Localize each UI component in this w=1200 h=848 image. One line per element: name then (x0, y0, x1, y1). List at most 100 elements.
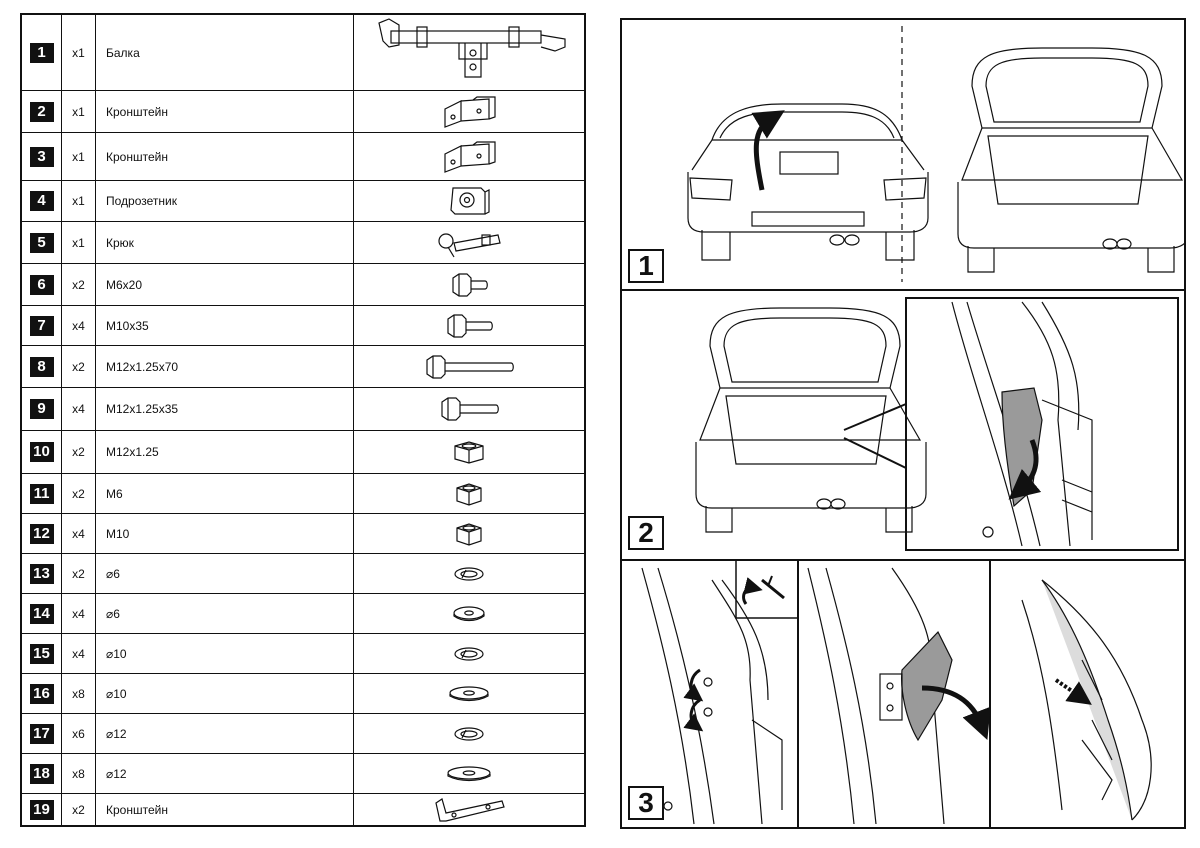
step-3-drawing (641, 560, 1152, 827)
step-3-badge: 3 (628, 786, 664, 820)
part-number-cell: 2 (22, 91, 62, 132)
part-quantity: x1 (62, 133, 96, 180)
part-name: Балка (96, 15, 354, 90)
zoom-trim-detail (951, 301, 1093, 547)
step-3b-remove-trim (807, 567, 991, 825)
part-name: M12x1.25x70 (96, 346, 354, 387)
part-number-cell: 17 (22, 714, 62, 753)
part-quantity: x8 (62, 674, 96, 713)
part-quantity: x4 (62, 634, 96, 673)
installation-steps: 1 2 3 (620, 18, 1186, 829)
spring-washer-icon (354, 634, 584, 673)
part-number-cell: 9 (22, 388, 62, 430)
part-quantity: x2 (62, 474, 96, 513)
part-quantity: x1 (62, 181, 96, 221)
part-quantity: x1 (62, 91, 96, 132)
step-2-badge: 2 (628, 516, 664, 550)
part-number: 14 (29, 603, 54, 624)
part-number-cell: 3 (22, 133, 62, 180)
tow-ball-hook-icon (354, 222, 584, 263)
part-quantity: x2 (62, 431, 96, 473)
part-quantity: x2 (62, 554, 96, 593)
part-quantity: x4 (62, 388, 96, 430)
nut-icon (354, 431, 584, 473)
part-number: 4 (29, 191, 54, 211)
part-quantity: x4 (62, 306, 96, 345)
part-number: 10 (29, 442, 54, 462)
tow-beam-icon (354, 15, 584, 90)
part-quantity: x2 (62, 346, 96, 387)
part-number: 17 (29, 723, 54, 744)
part-name: ⌀6 (96, 594, 354, 633)
part-row: 14 x4⌀6 (22, 593, 584, 633)
part-number-cell: 14 (22, 594, 62, 633)
part-number-cell: 10 (22, 431, 62, 473)
car-rear-open-drawing-2 (695, 307, 927, 533)
bolt-icon (354, 346, 584, 387)
part-name: M10 (96, 514, 354, 553)
part-quantity: x4 (62, 594, 96, 633)
part-name: Кронштейн (96, 91, 354, 132)
part-name: M12x1.25x35 (96, 388, 354, 430)
part-number: 6 (29, 274, 54, 295)
step-3a-unscrew (641, 567, 783, 825)
part-quantity: x4 (62, 514, 96, 553)
part-number: 1 (29, 42, 54, 63)
part-number: 13 (29, 563, 54, 584)
bracket-icon (354, 133, 584, 180)
car-rear-open-drawing (957, 47, 1184, 273)
part-name: ⌀12 (96, 754, 354, 793)
screwdriver-icon (742, 575, 785, 605)
part-number-cell: 13 (22, 554, 62, 593)
part-number: 8 (29, 356, 54, 377)
part-name: Подрозетник (96, 181, 354, 221)
bolt-icon (354, 306, 584, 345)
part-number-cell: 8 (22, 346, 62, 387)
part-number-cell: 6 (22, 264, 62, 305)
part-name: ⌀6 (96, 554, 354, 593)
part-number: 7 (29, 315, 54, 336)
part-number: 3 (29, 146, 54, 167)
part-row: 18 x8⌀12 (22, 753, 584, 793)
flat-washer-icon (354, 754, 584, 793)
part-number: 15 (29, 643, 54, 664)
part-number-cell: 15 (22, 634, 62, 673)
part-name: Кронштейн (96, 794, 354, 825)
nut-icon (354, 474, 584, 513)
flat-bracket-icon (354, 794, 584, 825)
part-name: M6 (96, 474, 354, 513)
step-2-drawing (695, 297, 1179, 551)
part-name: ⌀10 (96, 674, 354, 713)
flat-washer-icon (354, 594, 584, 633)
bracket-icon (354, 91, 584, 132)
part-quantity: x8 (62, 754, 96, 793)
part-row: 15 x4⌀10 (22, 633, 584, 673)
part-number: 2 (29, 101, 54, 122)
bolt-icon (354, 388, 584, 430)
part-row: 13 x2⌀6 (22, 553, 584, 593)
part-name: M12x1.25 (96, 431, 354, 473)
part-name: M6x20 (96, 264, 354, 305)
part-number: 12 (29, 523, 54, 544)
part-name: ⌀10 (96, 634, 354, 673)
part-number-cell: 18 (22, 754, 62, 793)
part-number: 18 (29, 763, 54, 784)
spring-washer-icon (354, 554, 584, 593)
part-quantity: x1 (62, 222, 96, 263)
step-1-drawing (687, 26, 1184, 282)
part-quantity: x1 (62, 15, 96, 90)
part-quantity: x6 (62, 714, 96, 753)
nut-icon (354, 514, 584, 553)
